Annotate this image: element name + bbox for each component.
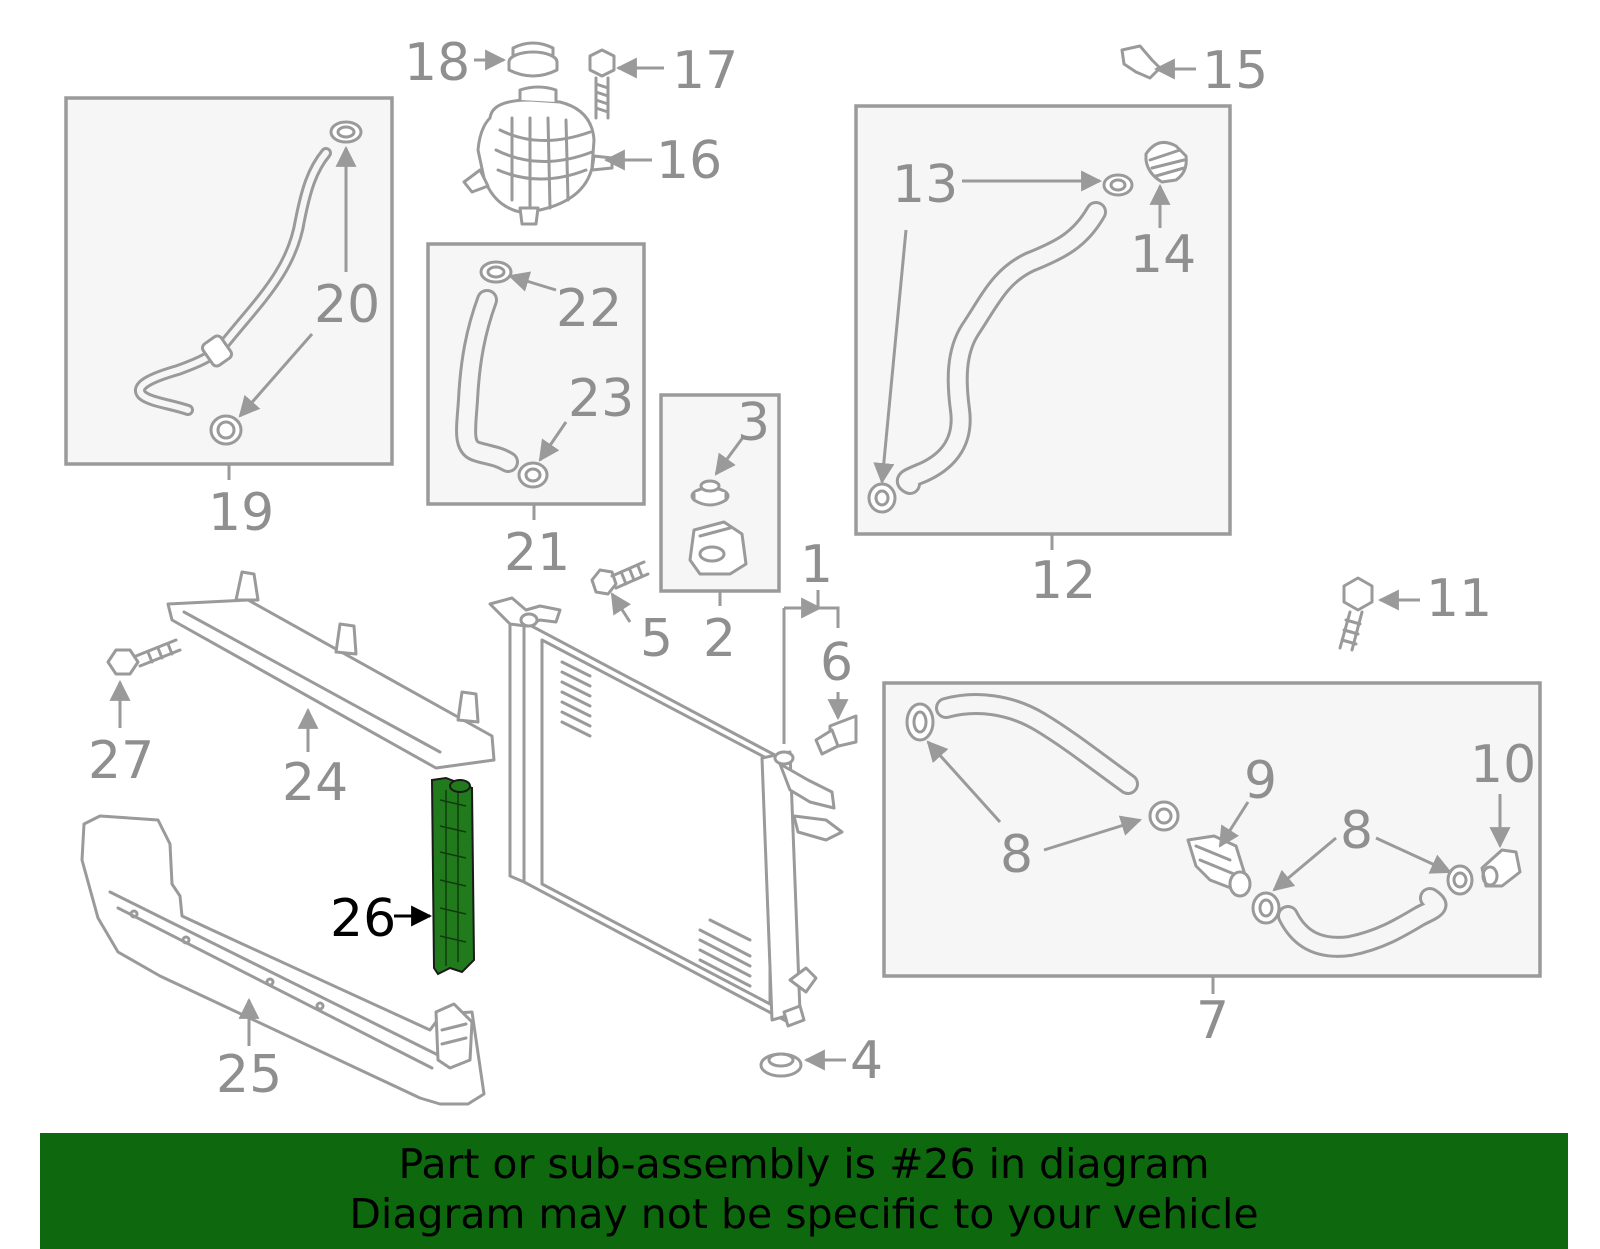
upper-radiator-hose-12 <box>895 201 1107 495</box>
callout-23: 23 <box>568 369 634 429</box>
leader-3 <box>714 435 746 476</box>
hose-clamp-20-lower <box>209 414 243 446</box>
callout-10: 10 <box>1470 735 1536 795</box>
callout-26: 26 <box>330 889 396 949</box>
leader-8-b <box>1043 815 1143 852</box>
callout-11: 11 <box>1426 569 1492 629</box>
callout-6: 6 <box>820 633 853 693</box>
hose-clamp-20-upper <box>329 120 363 144</box>
bolt-27 <box>106 638 182 676</box>
group-box-7 <box>882 681 1542 978</box>
callout-9: 9 <box>1244 751 1277 811</box>
leader-1 <box>782 608 838 744</box>
callout-22: 22 <box>556 279 622 339</box>
lower-radiator-hose-lower <box>1277 887 1448 958</box>
callout-15: 15 <box>1202 41 1268 101</box>
callout-2: 2 <box>703 609 736 669</box>
hose-fitting-14 <box>1144 140 1188 184</box>
highlighted-part-26 <box>430 776 476 976</box>
hose-fitting-10 <box>1480 848 1522 888</box>
callout-19: 19 <box>208 483 274 543</box>
callout-16: 16 <box>656 131 722 191</box>
clip-6 <box>814 714 858 756</box>
leader-23 <box>538 421 568 462</box>
callout-12: 12 <box>1030 551 1096 611</box>
coolant-reservoir-cap <box>507 41 559 78</box>
leader-8-d <box>1375 836 1452 874</box>
callout-27: 27 <box>88 731 154 791</box>
hose-clamp-23 <box>517 461 549 489</box>
insulator-cap-3 <box>690 479 730 507</box>
leader-8-c <box>1272 836 1337 892</box>
leader-20-lower <box>238 333 314 418</box>
hose-clamp-8-c <box>1251 891 1281 925</box>
bolt-17 <box>588 48 616 120</box>
callout-21: 21 <box>504 523 570 583</box>
callout-1: 1 <box>800 535 833 595</box>
callout-5: 5 <box>640 609 673 669</box>
coolant-reservoir <box>462 85 614 226</box>
notice-banner: Part or sub-assembly is #26 in diagram D… <box>40 1133 1568 1249</box>
leader-13-lower <box>873 229 908 485</box>
radiator-1 <box>488 596 844 1028</box>
hose-clamp-8-d <box>1446 864 1474 896</box>
banner-line-1: Part or sub-assembly is #26 in diagram <box>398 1140 1210 1188</box>
hose-clamp-13-lower <box>867 482 897 514</box>
callout-14: 14 <box>1130 225 1196 285</box>
bolt-11 <box>1338 576 1374 652</box>
hose-clamp-8-a <box>905 702 935 742</box>
hose-clamp-22 <box>479 260 513 284</box>
hose-clamp-8-b <box>1148 800 1180 832</box>
leader-5 <box>610 592 632 623</box>
callout-3: 3 <box>737 393 770 453</box>
callout-25: 25 <box>216 1045 282 1105</box>
callout-17: 17 <box>672 41 738 101</box>
hose-connector-9 <box>1186 834 1252 898</box>
callout-7: 7 <box>1196 991 1229 1051</box>
callout-18: 18 <box>404 33 470 93</box>
leader-22 <box>507 271 557 292</box>
callout-24: 24 <box>282 753 348 813</box>
bolt-5 <box>590 560 650 596</box>
leader-8-a <box>926 740 1002 824</box>
clip-15 <box>1120 44 1162 80</box>
bleed-hose-pipe <box>134 147 332 416</box>
reservoir-hose-21 <box>455 289 519 473</box>
hose-clamp-13-upper <box>1102 173 1134 197</box>
callout-20: 20 <box>314 275 380 335</box>
leader-9 <box>1218 801 1250 848</box>
callout-13: 13 <box>892 155 958 215</box>
callout-8-b: 8 <box>1340 801 1373 861</box>
grommet-4 <box>759 1052 803 1078</box>
upper-air-guide-24 <box>166 570 496 770</box>
lower-air-guide-25 <box>80 814 486 1106</box>
banner-line-2: Diagram may not be specific to your vehi… <box>349 1190 1259 1238</box>
callout-8-a: 8 <box>1000 825 1033 885</box>
callout-4: 4 <box>850 1031 883 1091</box>
radiator-insulator-2 <box>688 520 748 576</box>
lower-radiator-hose-upper <box>935 693 1139 795</box>
